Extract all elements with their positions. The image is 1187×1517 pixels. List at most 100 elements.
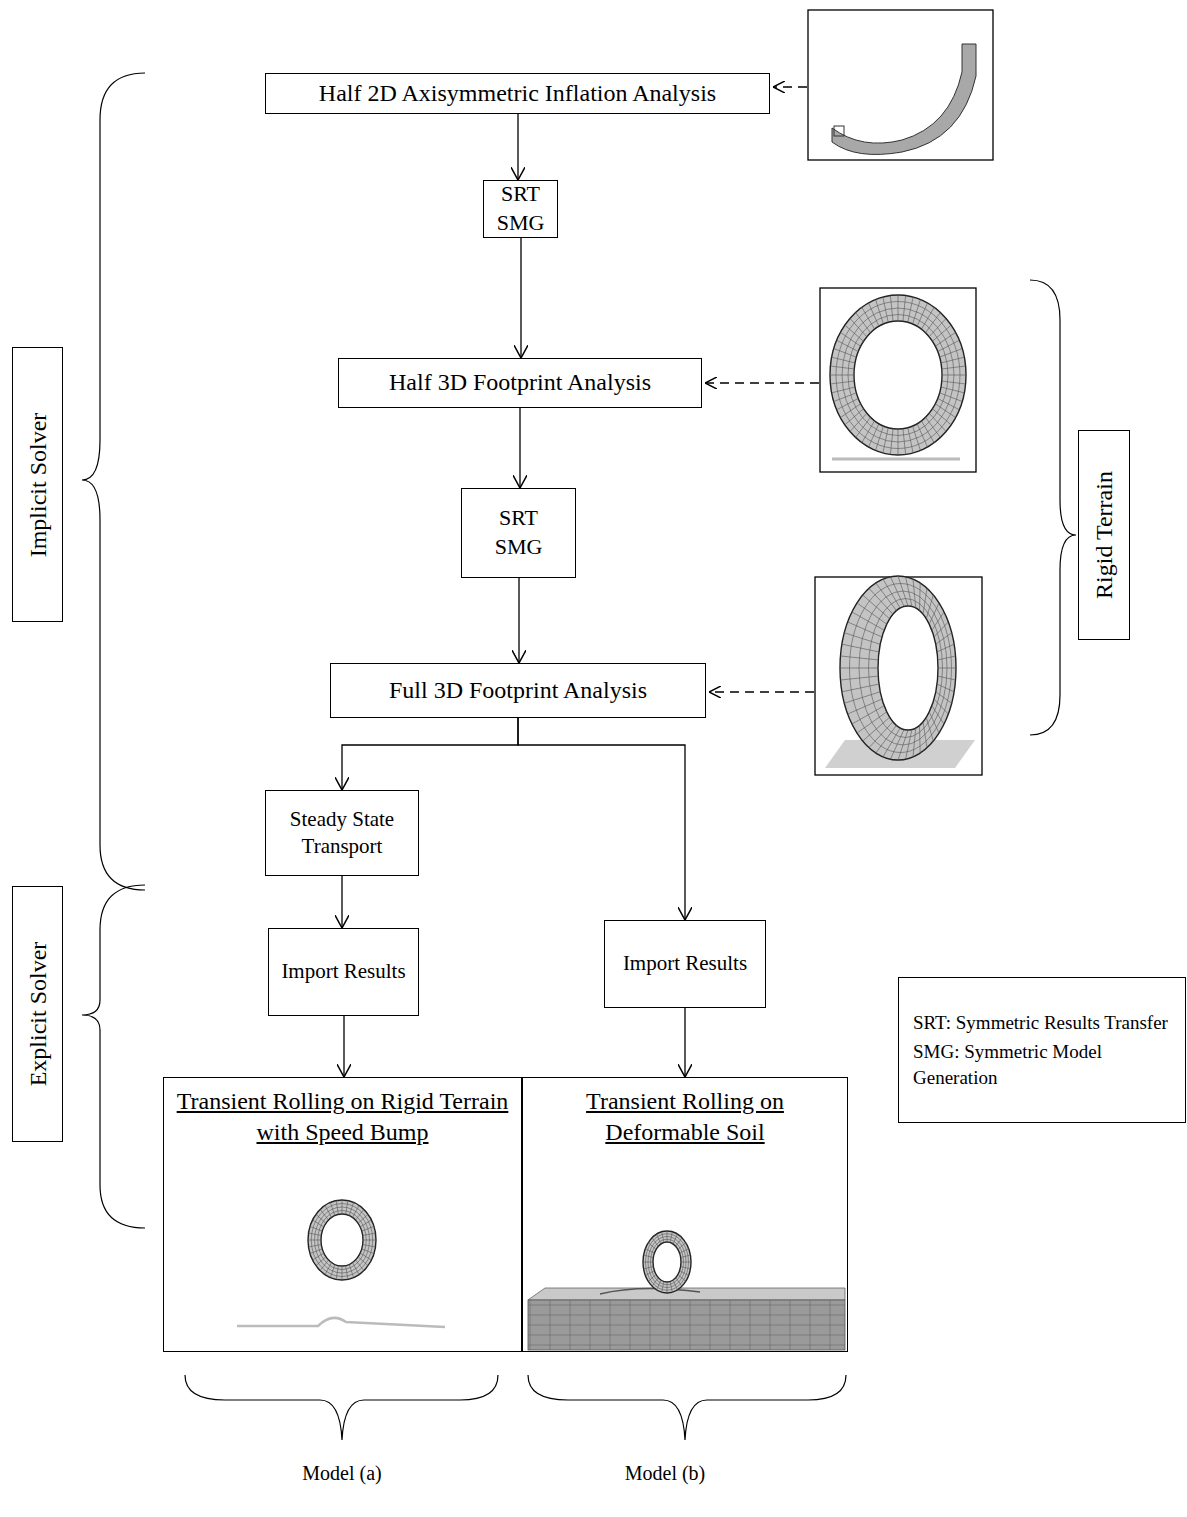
tire-mesh	[926, 595, 933, 619]
tire-mesh	[917, 303, 927, 326]
tire-mesh	[883, 579, 900, 608]
tire-mesh	[913, 728, 916, 757]
tire-mesh	[681, 1262, 691, 1263]
tire-mesh	[834, 393, 857, 402]
tire-mesh	[942, 366, 966, 369]
tire-mesh	[862, 307, 875, 329]
tire-mesh	[868, 303, 878, 326]
tire-mesh	[932, 612, 944, 630]
tire-mesh	[681, 1255, 691, 1257]
tire-mesh	[358, 1214, 368, 1223]
tire-mesh	[903, 429, 906, 455]
tire-mesh	[310, 1249, 322, 1254]
tire-mesh	[857, 603, 887, 624]
tire-mesh	[840, 676, 878, 680]
tire-mesh	[848, 622, 882, 637]
tire-mesh	[890, 577, 904, 607]
tire-mesh	[670, 1281, 672, 1292]
curly-brace	[82, 73, 145, 890]
tire-mesh	[346, 1201, 348, 1215]
tire-mesh	[678, 1243, 686, 1250]
tire-mesh	[681, 1266, 691, 1268]
tire-mesh	[837, 340, 859, 351]
flow-arrow	[342, 718, 518, 790]
flow-arrow	[518, 718, 685, 920]
soil-mesh	[528, 1315, 845, 1316]
tire-mesh	[667, 1231, 668, 1242]
process-box: Import Results	[604, 920, 766, 1008]
tire-mesh	[842, 308, 954, 442]
tire-mesh	[936, 633, 952, 644]
tire-mesh	[925, 417, 940, 437]
abbreviation-box: SRT: Symmetric Results TransferSMG: Symm…	[898, 977, 1186, 1123]
tire-mesh	[869, 722, 893, 748]
mesh-lines	[308, 295, 966, 1350]
tire-mesh	[643, 1262, 653, 1263]
tire-mesh	[362, 1249, 374, 1254]
tire-mesh	[852, 706, 884, 724]
tire-mesh	[935, 332, 955, 346]
vertical-label: Rigid Terrain	[1091, 471, 1118, 599]
tire-mesh	[921, 421, 934, 443]
tire-mesh	[310, 1226, 322, 1231]
tire-mesh	[936, 692, 952, 703]
tire-mesh	[938, 656, 956, 660]
soil-mesh	[528, 1345, 845, 1346]
tire-mesh	[657, 1280, 661, 1290]
tire-mesh	[913, 299, 921, 324]
tire-mesh	[652, 1238, 658, 1247]
tire-outline	[840, 576, 956, 760]
tire-mesh	[921, 307, 934, 329]
box-text: SRT: Symmetric Results Transfer	[913, 1010, 1168, 1036]
tire-mesh	[346, 1266, 348, 1280]
tire-mesh	[932, 325, 951, 341]
tire-mesh	[830, 375, 854, 376]
tire-mesh	[919, 583, 921, 611]
tire-mesh	[662, 1281, 664, 1292]
vertical-label: Explicit Solver	[24, 942, 51, 1087]
tire-outline	[643, 1231, 691, 1293]
process-box: Full 3D Footprint Analysis	[330, 663, 706, 718]
curly-brace	[528, 1375, 846, 1440]
tire-mesh	[876, 299, 884, 324]
tire-mesh	[648, 1237, 686, 1288]
solver-label-box: Implicit Solver	[12, 347, 63, 622]
box-text: SMG	[497, 209, 545, 238]
tire-mesh	[648, 1243, 656, 1250]
tire-mesh	[908, 297, 913, 322]
tire-mesh	[336, 1201, 338, 1215]
tire-mesh	[940, 349, 963, 358]
flow-arrow	[343, 1016, 344, 1077]
tire-mesh	[937, 644, 954, 652]
terrain-label-box: Rigid Terrain	[1078, 430, 1130, 640]
flow-arrow	[518, 578, 519, 663]
model-title: Transient Rolling on Rigid Terrain with …	[174, 1086, 511, 1148]
tire-mesh	[832, 357, 855, 363]
tire-mesh	[670, 1232, 672, 1243]
tire-mesh	[842, 684, 879, 692]
tire-mesh	[680, 1271, 689, 1276]
tire-mesh	[676, 1238, 682, 1247]
tire-mesh	[320, 1260, 328, 1271]
curly-brace	[1030, 280, 1076, 735]
soil-mesh	[528, 1305, 845, 1306]
tire-mesh	[644, 1266, 654, 1268]
tire-mesh	[353, 1205, 360, 1217]
tire-mesh	[645, 1271, 654, 1276]
tire-mesh	[309, 1233, 322, 1235]
tire-mesh	[309, 1245, 322, 1247]
tire-mesh	[830, 366, 854, 369]
tire-mesh	[852, 612, 884, 630]
tire-mesh	[837, 398, 859, 409]
soil-mesh	[528, 1335, 845, 1336]
model-label: Model (a)	[302, 1462, 381, 1485]
tire-mesh	[917, 424, 927, 447]
tire-mesh	[844, 633, 880, 644]
tire-mesh	[937, 684, 954, 692]
tire-mesh	[863, 595, 890, 619]
tire-mesh	[908, 428, 913, 453]
tire-mesh	[935, 404, 955, 418]
